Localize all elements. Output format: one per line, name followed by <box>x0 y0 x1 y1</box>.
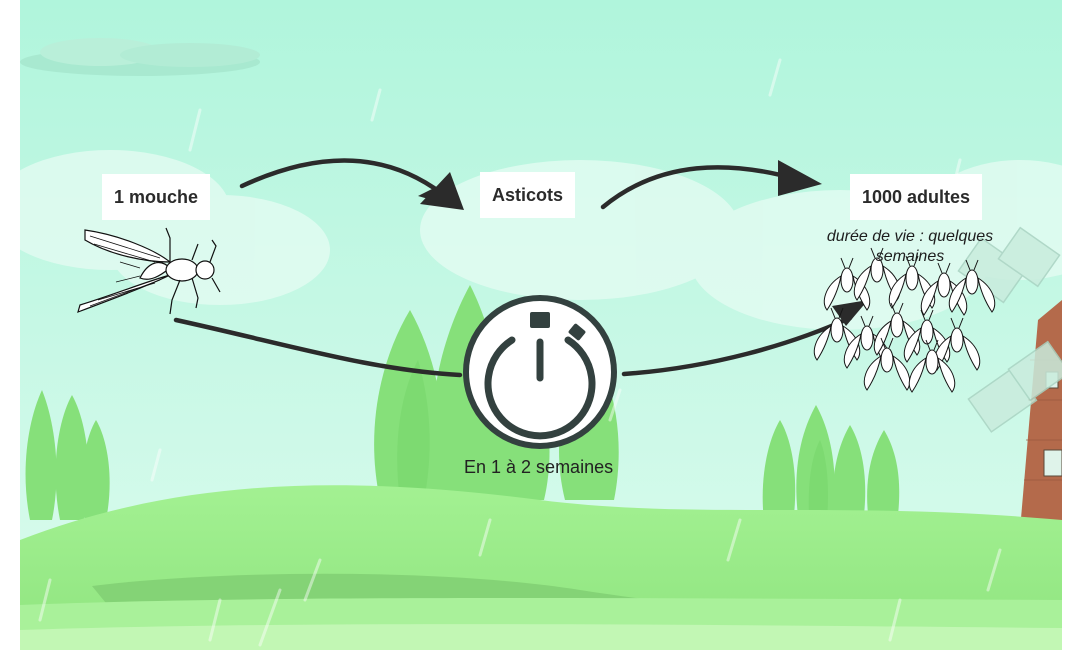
arrow-head-2b <box>778 160 822 196</box>
arrow-maggots-to-adults <box>600 165 803 210</box>
arrow-heads <box>418 160 868 326</box>
arrow-fly-to-timer <box>173 317 463 378</box>
label-lifespan: durée de vie : quelques semaines <box>826 228 994 265</box>
windmill <box>957 226 1062 530</box>
fly-swarm-icon <box>813 247 996 393</box>
label-fly: 1 mouche <box>102 174 211 220</box>
top-left-cloud <box>20 38 260 76</box>
arrow-head-1b <box>420 172 464 210</box>
stopwatch-crown <box>530 312 550 328</box>
arrow-timer-to-adults <box>621 315 853 377</box>
stopwatch-button <box>568 323 586 341</box>
foreground-strip <box>20 624 1062 650</box>
label-maggots: Asticots <box>480 172 576 218</box>
stopwatch-icon <box>463 295 617 449</box>
diagram-canvas: 1 mouche Asticots 1000 adultes durée de … <box>20 0 1062 650</box>
label-adults: 1000 adultes <box>850 174 983 220</box>
background-illustration <box>20 0 1062 650</box>
arrow-head-4 <box>832 300 868 326</box>
trees-shadow <box>397 360 828 530</box>
stopwatch-dial <box>484 336 596 440</box>
label-duration: En 1 à 2 semaines <box>464 457 614 477</box>
flow-arrows <box>173 158 853 378</box>
fly-icon <box>77 227 221 315</box>
arrow-fly-to-maggots <box>239 158 453 203</box>
